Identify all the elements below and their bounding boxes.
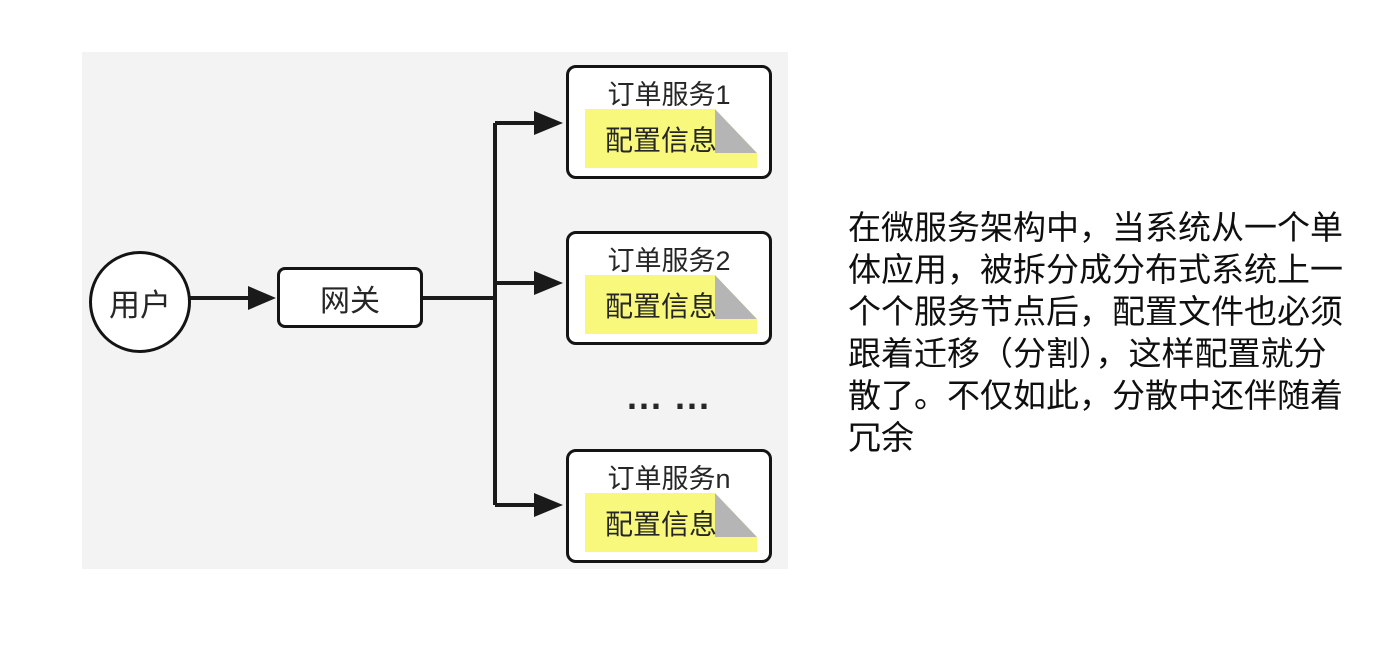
config-note: 配置信息 xyxy=(585,109,757,168)
service-box-n: 订单服务n 配置信息 xyxy=(566,449,772,563)
service-title: 订单服务2 xyxy=(607,246,731,276)
caption-text: 在微服务架构中，当系统从一个单 体应用，被拆分成分布式系统上一 个个服务节点后，… xyxy=(848,207,1395,459)
user-node-label: 用户 xyxy=(109,287,171,323)
config-note: 配置信息 xyxy=(585,493,757,552)
service-box-1: 订单服务1 配置信息 xyxy=(566,65,772,179)
gateway-node: 网关 xyxy=(277,267,423,328)
config-note-label: 配置信息 xyxy=(604,290,717,322)
ellipsis: ... ... xyxy=(626,376,711,417)
service-title: 订单服务n xyxy=(607,464,731,494)
service-box-2: 订单服务2 配置信息 xyxy=(566,231,772,345)
caption-line: 跟着迁移（分割），这样配置就分 xyxy=(848,335,1327,372)
caption-line: 冗余 xyxy=(848,419,914,456)
config-note-label: 配置信息 xyxy=(604,124,717,156)
gateway-node-label: 网关 xyxy=(320,284,380,318)
caption-line: 散了。不仅如此，分散中还伴随着 xyxy=(848,377,1343,414)
user-node: 用户 xyxy=(89,251,191,353)
caption-line: 个个服务节点后，配置文件也必须 xyxy=(848,293,1343,330)
config-note-label: 配置信息 xyxy=(604,508,717,540)
service-title: 订单服务1 xyxy=(607,80,731,110)
caption-line: 体应用，被拆分成分布式系统上一 xyxy=(848,251,1343,288)
caption-line: 在微服务架构中，当系统从一个单 xyxy=(848,209,1343,246)
config-note: 配置信息 xyxy=(585,275,757,334)
